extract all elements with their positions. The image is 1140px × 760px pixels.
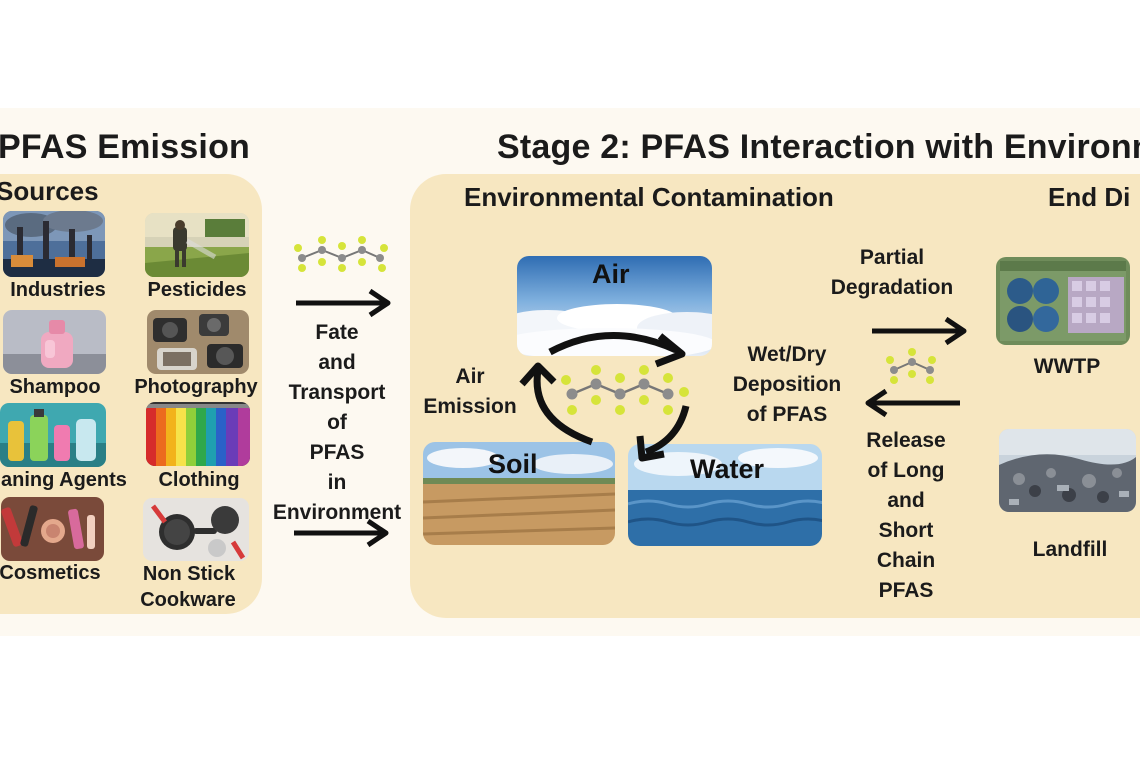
pesticides-image — [145, 213, 249, 277]
shampoo-image — [3, 310, 106, 374]
release-arrow — [865, 388, 960, 418]
industries-label: Industries — [10, 279, 106, 301]
non-stick-label: Non Stick — [142, 563, 236, 585]
transport-line: and — [318, 351, 356, 374]
release-line: PFAS — [878, 579, 934, 602]
industries-image — [3, 211, 105, 277]
clothing-image — [146, 402, 250, 466]
clothing-label: Clothing — [158, 469, 240, 491]
transport-line: in — [327, 471, 347, 494]
air-emission-line: Emission — [423, 395, 517, 418]
landfill-image — [999, 429, 1136, 512]
contamination-header: Environmental Contamination — [464, 182, 834, 212]
transport-line: PFAS — [309, 441, 365, 464]
deposition-line: of PFAS — [746, 403, 828, 426]
partial-degradation-line: Partial — [859, 246, 925, 269]
water-label: Water — [690, 454, 765, 484]
degradation-arrow — [872, 316, 967, 346]
water-image — [628, 444, 822, 546]
transport-line: Environment — [272, 501, 402, 524]
air-emission-line: Air — [455, 365, 485, 388]
cleaning-agents-image — [0, 403, 106, 467]
partial-degradation-text: Partial Degradation — [812, 243, 972, 303]
deposition-text: Wet/Dry Deposition of PFAS — [712, 340, 862, 430]
transport-line: Fate — [315, 321, 359, 344]
deposition-line: Deposition — [732, 373, 842, 396]
photography-image — [147, 310, 249, 374]
wwtp-image — [996, 257, 1130, 345]
fate-transport-text: Fate and Transport of PFAS in Environmen… — [262, 318, 412, 528]
wwtp-label: WWTP — [1033, 355, 1101, 378]
pesticides-label: Pesticides — [147, 279, 247, 301]
release-line: Release — [866, 429, 946, 452]
soil-image — [423, 442, 615, 545]
sources-header: Sources — [0, 176, 99, 206]
release-line: and — [887, 489, 925, 512]
release-line: Short — [878, 519, 934, 542]
release-line: of Long — [867, 459, 945, 482]
air-emission-text: Air Emission — [408, 362, 532, 422]
transport-arrow-bottom — [294, 518, 389, 548]
stage2-title: Stage 2: PFAS Interaction with Environn — [497, 128, 1140, 167]
end-header: End Di — [1048, 182, 1131, 212]
stage1-title-text: PFAS Emission — [0, 128, 251, 166]
pfas-molecule-icon-right — [886, 348, 936, 384]
cookware-label: Cookware — [140, 589, 236, 611]
air-label: Air — [592, 259, 630, 289]
pfas-molecule-icon-left — [294, 236, 388, 272]
partial-degradation-line: Degradation — [830, 276, 954, 299]
pfas-molecule-icon-center — [561, 365, 689, 415]
cosmetics-image — [1, 497, 104, 561]
transport-arrow-top — [296, 288, 391, 318]
cookware-image — [143, 498, 249, 561]
cosmetics-label: Cosmetics — [0, 562, 101, 584]
photography-label: Photography — [134, 376, 258, 398]
transport-line: Transport — [288, 381, 386, 404]
shampoo-label: Shampoo — [9, 376, 101, 398]
release-text: Release of Long and Short Chain PFAS — [836, 426, 976, 606]
transport-line: of — [327, 411, 347, 434]
stage2-title-text: Stage 2: PFAS Interaction with Environn — [497, 128, 1140, 166]
deposition-line: Wet/Dry — [747, 343, 827, 366]
soil-label: Soil — [488, 449, 538, 479]
cleaning-agents-label: aning Agents — [1, 469, 127, 491]
stage1-title: PFAS Emission — [0, 128, 250, 167]
release-line: Chain — [876, 549, 936, 572]
landfill-label: Landfill — [1032, 538, 1108, 561]
cycle-arrows — [519, 332, 690, 462]
